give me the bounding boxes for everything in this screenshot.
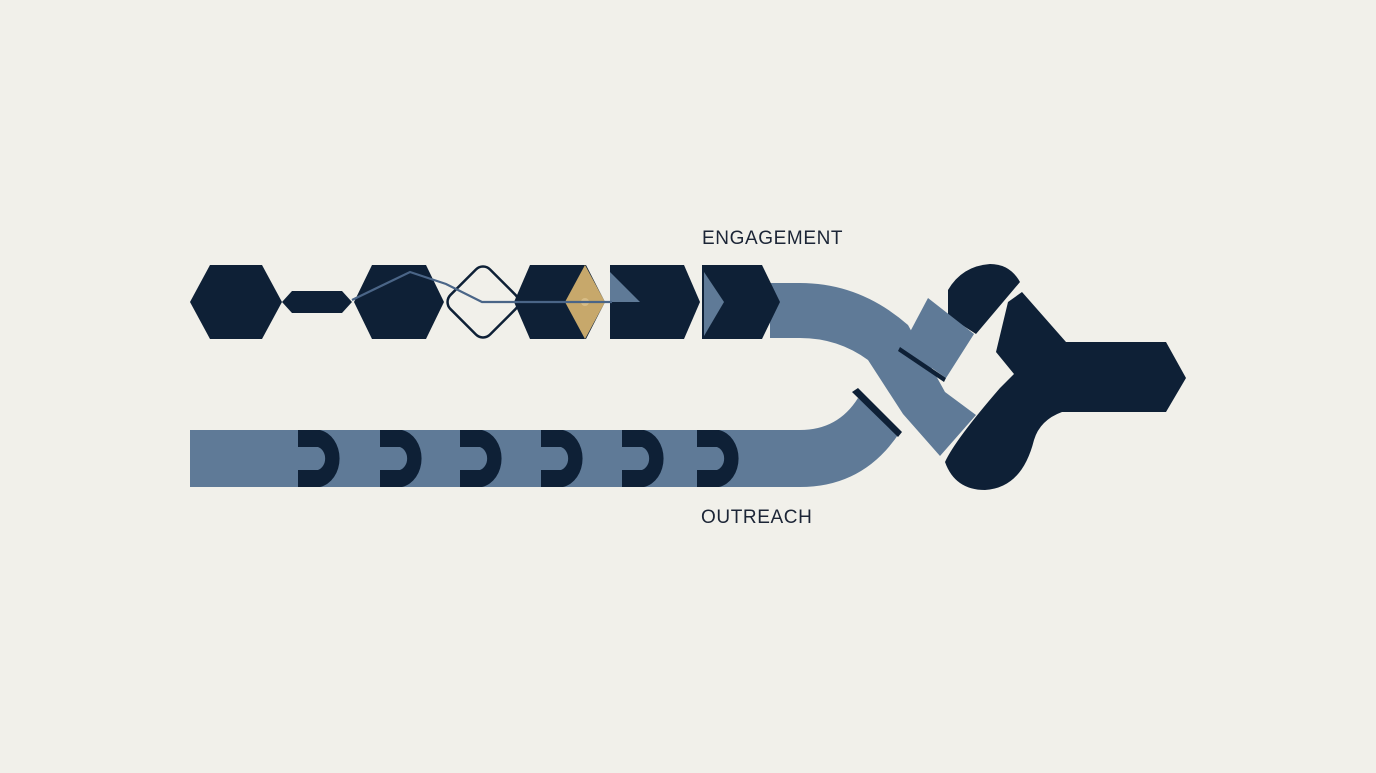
merge-junction: [945, 292, 1186, 490]
outreach-marker: [460, 430, 502, 487]
node-chevron-2: [702, 265, 780, 339]
merge-arm-edge: [898, 347, 946, 382]
outreach-marker: [697, 430, 739, 487]
node-hexagon-1: [190, 265, 282, 339]
merge-arm-slate: [902, 298, 974, 378]
outreach-marker: [298, 430, 340, 487]
outreach-markers: [298, 430, 739, 487]
outreach-label: OUTREACH: [701, 507, 813, 528]
engagement-label: ENGAGEMENT: [702, 228, 844, 249]
connector-pill: [282, 291, 352, 313]
signal-line: [351, 270, 612, 304]
outreach-marker: [541, 430, 583, 487]
outreach-marker: [622, 430, 664, 487]
chevron-2-accent: [704, 272, 724, 336]
node-chevron-1: [610, 265, 700, 339]
node-diamond-outline: [446, 265, 520, 339]
outreach-marker: [380, 430, 422, 487]
node-hexagon-2: [354, 265, 444, 339]
crossing-edge: [852, 388, 902, 437]
merge-upper-arm: [948, 264, 1020, 334]
chevron-1-accent: [610, 272, 640, 302]
engagement-band: [770, 283, 976, 456]
